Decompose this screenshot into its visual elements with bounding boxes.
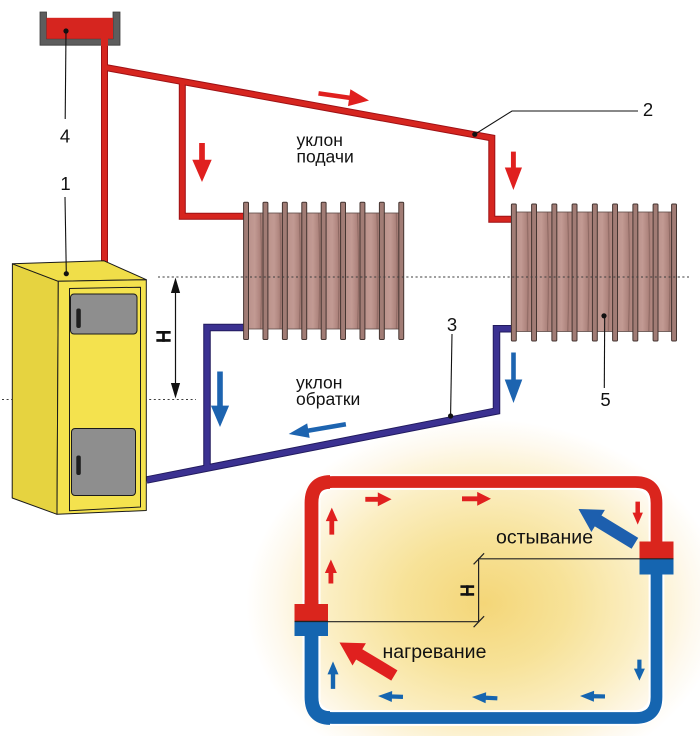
svg-text:уклон: уклон: [296, 373, 342, 393]
svg-text:2: 2: [643, 99, 653, 120]
svg-text:1: 1: [60, 173, 70, 194]
svg-text:5: 5: [600, 389, 610, 410]
svg-text:уклон: уклон: [297, 130, 343, 150]
svg-text:остывание: остывание: [496, 527, 593, 549]
svg-text:4: 4: [60, 126, 70, 147]
svg-text:обратки: обратки: [296, 389, 360, 409]
svg-text:подачи: подачи: [297, 147, 354, 167]
svg-text:нагревание: нагревание: [383, 641, 487, 663]
svg-text:3: 3: [447, 314, 457, 335]
